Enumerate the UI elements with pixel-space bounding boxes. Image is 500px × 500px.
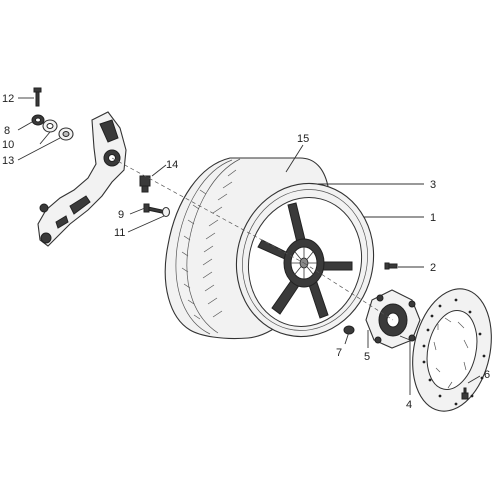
callout-9: 9	[118, 209, 124, 221]
screw-2	[384, 262, 398, 270]
callout-5: 5	[364, 351, 370, 363]
callout-10: 10	[2, 139, 14, 151]
spacer-14	[139, 175, 151, 193]
bushing-13	[58, 127, 74, 141]
hub-flange	[365, 289, 421, 349]
callout-14: 14	[166, 159, 178, 171]
callout-6: 6	[484, 369, 490, 381]
callout-11: 11	[114, 227, 125, 239]
callout-4: 4	[406, 399, 412, 411]
brake-disc	[412, 288, 492, 412]
callout-8: 8	[4, 125, 10, 137]
bolt-9	[143, 203, 165, 214]
washer-10	[42, 119, 58, 133]
callout-13: 13	[2, 155, 14, 167]
leader-lines	[17, 97, 481, 395]
bolt-6	[461, 387, 469, 400]
bolt-12	[33, 87, 42, 107]
nut-7	[343, 325, 355, 335]
nut-8	[31, 114, 45, 126]
callout-1: 1	[430, 212, 436, 224]
washer-11	[161, 206, 171, 218]
callout-2: 2	[430, 262, 436, 274]
callout-15: 15	[297, 133, 309, 145]
callout-12: 12	[2, 93, 14, 105]
callout-3: 3	[430, 179, 436, 191]
callout-7: 7	[336, 347, 342, 359]
callout-labels: 1 2 3 4 5 6 7 8 9 10 11 12 13 14 15	[2, 93, 490, 411]
